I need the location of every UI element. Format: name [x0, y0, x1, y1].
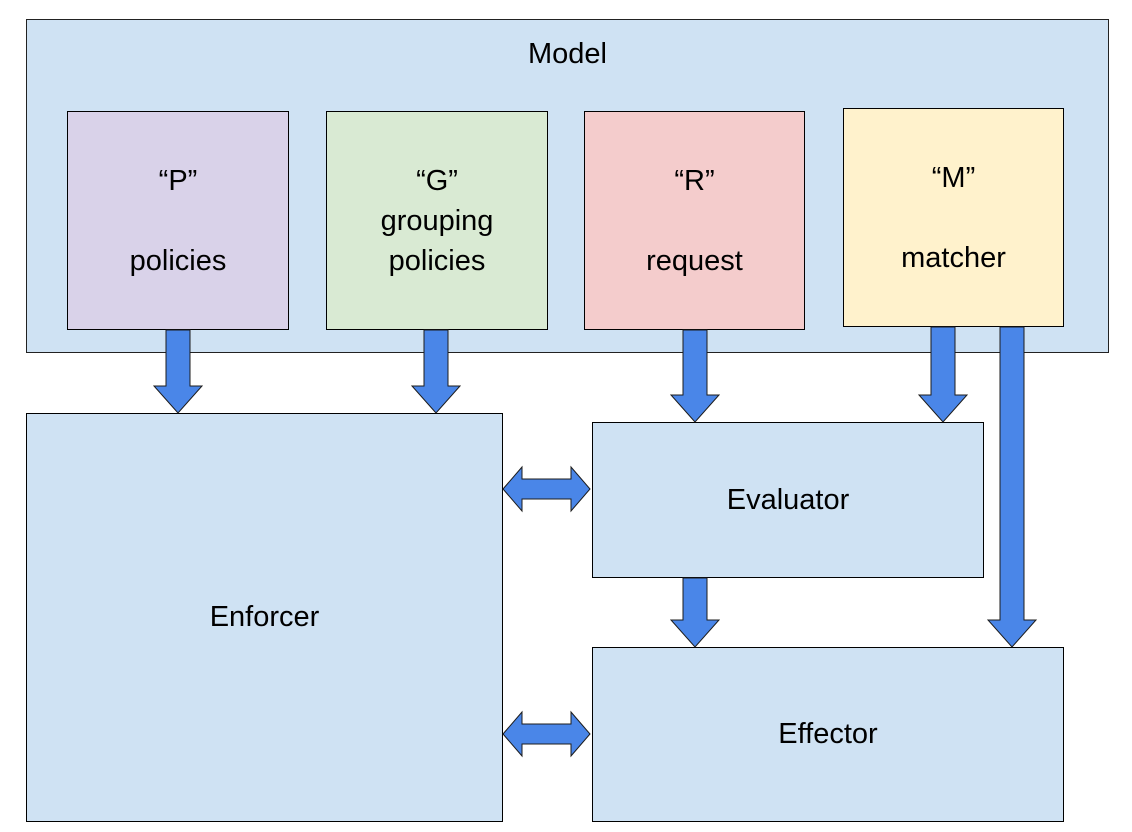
grouping-policies-label-line2: policies — [388, 244, 486, 277]
policies-label: policies — [129, 244, 227, 277]
request-label: request — [646, 244, 743, 277]
evaluator-label: Evaluator — [726, 483, 850, 516]
effector-label: Effector — [778, 718, 878, 750]
grouping-policies-symbol: “G” — [416, 164, 458, 197]
policies-symbol: “P” — [158, 164, 198, 197]
grouping-policies-box: “G” grouping policies — [326, 111, 548, 330]
policies-box: “P” policies — [67, 111, 289, 330]
arrow-enforcer-effector-bidirectional — [502, 710, 591, 758]
effector-box: Effector — [592, 647, 1064, 822]
grouping-policies-label-line1: grouping — [380, 204, 494, 237]
matcher-symbol: “M” — [931, 161, 976, 194]
evaluator-box: Evaluator — [592, 422, 984, 578]
request-box: “R” request — [584, 111, 805, 330]
matcher-label: matcher — [901, 241, 1006, 274]
arrow-evaluator-to-effector — [669, 577, 721, 648]
enforcer-label: Enforcer — [209, 601, 320, 633]
model-title: Model — [528, 38, 607, 70]
arrow-matcher-to-effector — [986, 326, 1038, 648]
enforcer-box: Enforcer — [26, 413, 503, 822]
arrow-enforcer-evaluator-bidirectional — [502, 465, 591, 513]
matcher-box: “M” matcher — [843, 108, 1064, 327]
request-symbol: “R” — [674, 164, 715, 197]
